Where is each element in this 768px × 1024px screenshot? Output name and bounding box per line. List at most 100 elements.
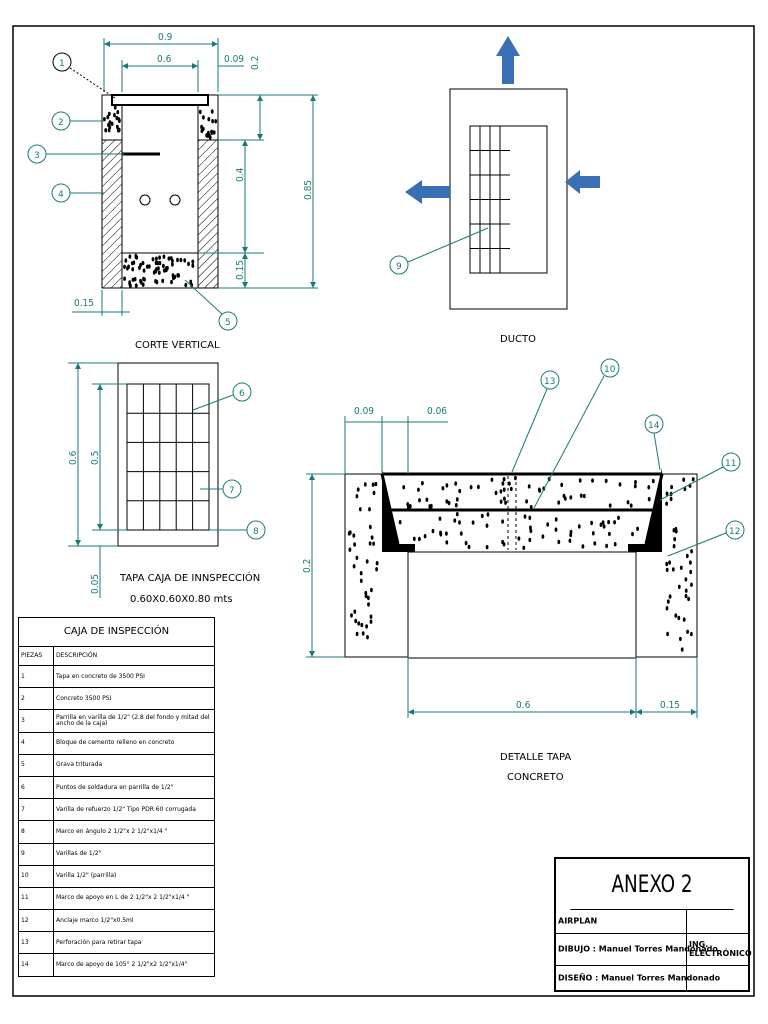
aggregate-dot bbox=[348, 547, 352, 552]
aggregate-dot bbox=[613, 542, 617, 547]
aggregate-dot bbox=[673, 537, 677, 542]
svg-text:2: 2 bbox=[58, 118, 64, 128]
aggregate-dot bbox=[665, 561, 669, 567]
gravel-dots bbox=[103, 105, 218, 288]
aggregate-dot bbox=[354, 618, 358, 624]
aggregate-dot bbox=[441, 486, 445, 491]
aggregate-dot bbox=[131, 267, 135, 272]
view-title-corte: CORTE VERTICAL bbox=[135, 340, 220, 351]
piece-description: Varilla de refuerzo 1/2" Tipo PDR 60 cor… bbox=[53, 798, 215, 822]
callout-4: 4 bbox=[51, 183, 104, 203]
aggregate-dot bbox=[665, 567, 669, 573]
aggregate-dot bbox=[366, 635, 369, 640]
aggregate-dot bbox=[504, 500, 507, 505]
aggregate-dot bbox=[374, 481, 378, 487]
svg-text:13: 13 bbox=[544, 377, 555, 387]
view-size-tapa: 0.60X0.60X0.80 mts bbox=[130, 594, 233, 605]
sheet-border bbox=[12, 25, 755, 997]
aggregate-dot bbox=[685, 553, 689, 559]
aggregate-dot bbox=[353, 542, 356, 547]
aggregate-dot bbox=[651, 478, 655, 484]
aggregate-dot bbox=[499, 499, 503, 504]
aggregate-dot bbox=[128, 254, 132, 259]
aggregate-dot bbox=[541, 534, 545, 539]
aggregate-dot bbox=[569, 529, 573, 535]
aggregate-dot bbox=[538, 488, 542, 493]
aggregate-dot bbox=[131, 277, 135, 282]
dim-0-09: 0.09 bbox=[224, 54, 244, 65]
piece-description: Puntos de soldadura en parrilla de 1/2" bbox=[53, 775, 215, 800]
aggregate-dot bbox=[147, 264, 151, 269]
aggregate-dot bbox=[593, 541, 597, 546]
view-title-ducto: DUCTO bbox=[500, 334, 536, 345]
aggregate-dot bbox=[687, 596, 690, 602]
aggregate-dot bbox=[176, 273, 180, 278]
callout-7: 7 bbox=[200, 479, 242, 499]
aggregate-dot bbox=[162, 263, 165, 269]
aggregate-dot bbox=[455, 512, 459, 517]
aggregate-dot bbox=[207, 117, 211, 122]
aggregate-dot bbox=[206, 133, 209, 138]
piece-description: Marco de apoyo de 105° 2 1/2"x2 1/2"x1/4… bbox=[53, 953, 215, 977]
aggregate-dot bbox=[605, 543, 608, 549]
aggregate-dot bbox=[201, 126, 205, 132]
dim-0-6: 0.6 bbox=[157, 54, 172, 65]
aggregate-dot bbox=[528, 537, 532, 543]
aggregate-dot bbox=[502, 487, 506, 492]
aggregate-dot bbox=[617, 515, 620, 520]
aggregate-dot bbox=[355, 494, 359, 499]
ducto-view: DUCTO bbox=[405, 36, 600, 345]
aggregate-dot bbox=[417, 487, 420, 492]
svg-text:11: 11 bbox=[725, 459, 736, 469]
aggregate-dot bbox=[684, 588, 688, 593]
aggregate-dot bbox=[117, 128, 120, 133]
aggregate-dot bbox=[523, 514, 527, 519]
aggregate-dot bbox=[361, 631, 365, 636]
aggregate-dot bbox=[352, 564, 356, 569]
aggregate-dot bbox=[369, 619, 373, 624]
piece-description: Marco de apoyo en L de 2 1/2"x 2 1/2"x1/… bbox=[53, 886, 215, 911]
aggregate-dot bbox=[670, 484, 673, 490]
aggregate-dot bbox=[141, 282, 145, 287]
aggregate-dot bbox=[499, 489, 503, 494]
aggregate-dot bbox=[680, 647, 684, 652]
aggregate-dot bbox=[613, 520, 616, 525]
aggregate-dot bbox=[467, 544, 471, 550]
lid bbox=[111, 94, 209, 106]
aggregate-dot bbox=[142, 276, 145, 282]
aggregate-dot bbox=[674, 526, 678, 532]
view-title-tapa: TAPA CAJA DE INNSPECCIÓN bbox=[119, 571, 260, 584]
svg-text:8: 8 bbox=[253, 527, 259, 537]
aggregate-dot bbox=[602, 524, 606, 529]
det-dim-006: 0.06 bbox=[427, 406, 447, 417]
aggregate-dot bbox=[191, 263, 195, 268]
aggregate-dot bbox=[155, 280, 159, 285]
aggregate-dot bbox=[353, 609, 357, 614]
aggregate-dot bbox=[438, 516, 442, 521]
aggregate-dot bbox=[608, 503, 612, 508]
tapa-dim-005: 0.05 bbox=[90, 574, 101, 594]
aggregate-dot bbox=[634, 480, 637, 485]
piece-description: Bloque de cemento relleno en concreto bbox=[53, 731, 215, 755]
aggregate-dot bbox=[350, 613, 353, 618]
aggregate-dot bbox=[684, 593, 688, 599]
corte-vertical-view: 0.9 0.6 0.09 0.2 0.4 0.15 0.85 0.15 CORT… bbox=[72, 32, 318, 351]
aggregate-dot bbox=[372, 490, 376, 496]
aggregate-dot bbox=[357, 621, 361, 626]
aggregate-dot bbox=[139, 262, 143, 268]
callout-5: 5 bbox=[184, 279, 238, 331]
aggregate-dot bbox=[189, 279, 193, 284]
aggregate-dot bbox=[158, 255, 162, 260]
aggregate-dot bbox=[672, 544, 676, 549]
aggregate-dot bbox=[480, 513, 484, 519]
aggregate-dot bbox=[445, 540, 449, 545]
svg-text:6: 6 bbox=[239, 389, 245, 399]
dim-0-15-h: 0.15 bbox=[74, 298, 94, 309]
